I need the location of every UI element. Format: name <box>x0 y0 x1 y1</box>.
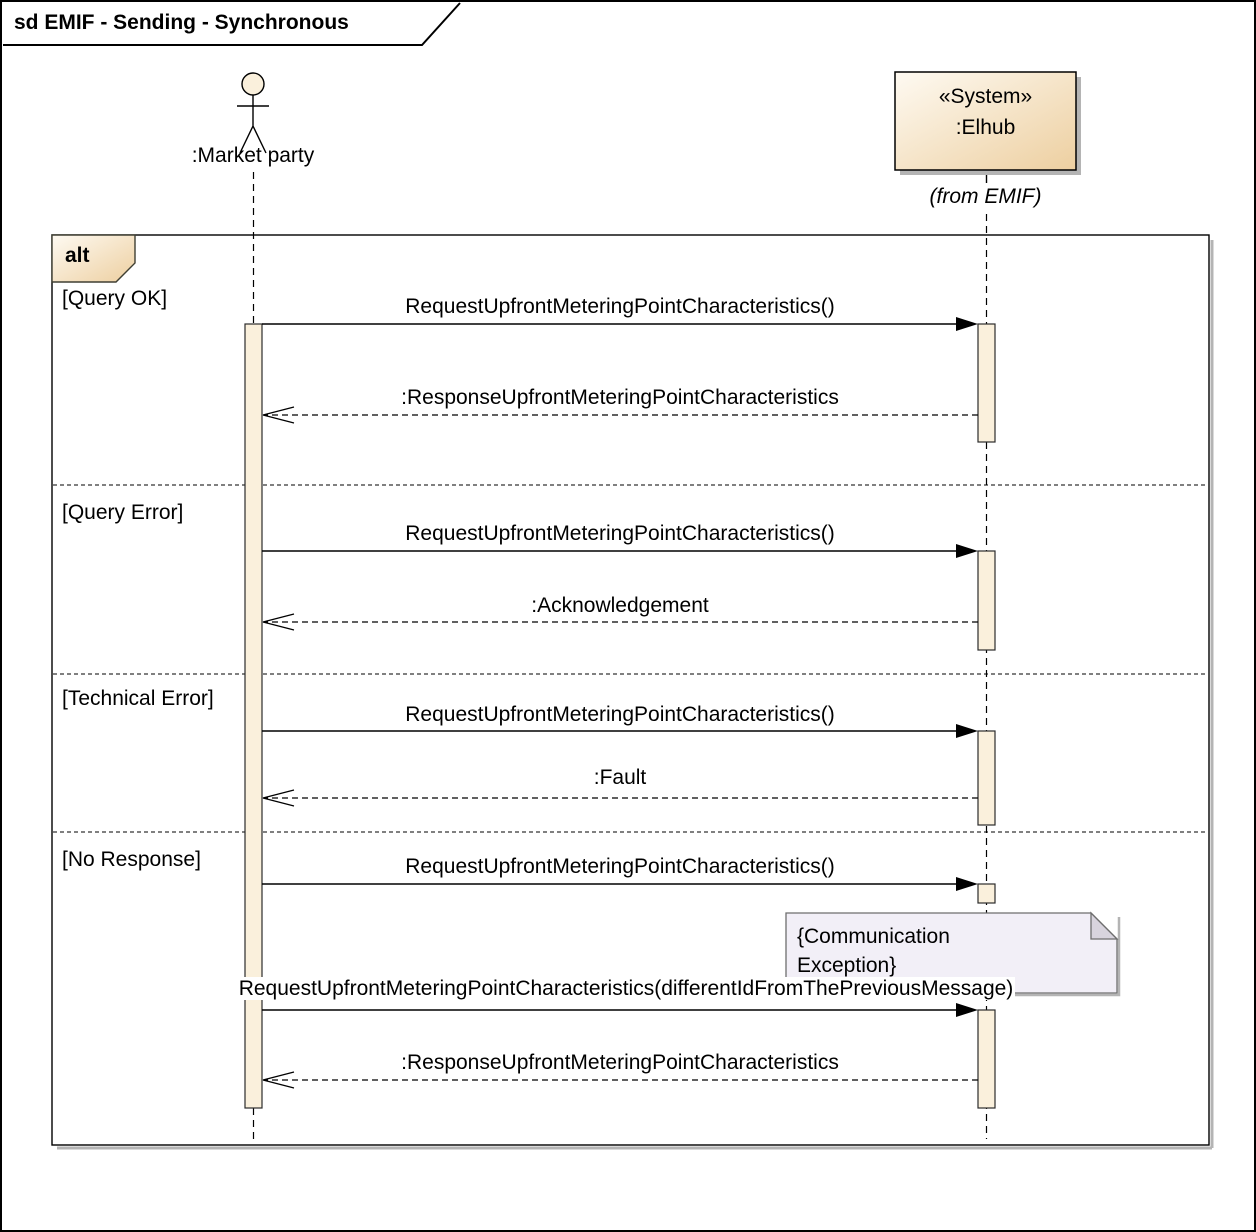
return-arrow-query-error <box>262 613 978 631</box>
alt-fragment-shadow <box>57 240 1214 1150</box>
guard-no-response: [No Response] <box>62 848 201 871</box>
message-request-technical-error: RequestUpfrontMeteringPointCharacteristi… <box>405 703 835 726</box>
guard-technical-error: [Technical Error] <box>62 687 214 710</box>
message-response-query-error: :Acknowledgement <box>531 594 709 617</box>
alt-operator-pentagon <box>51 234 136 283</box>
communication-exception-note-text: {Communication Exception} <box>797 925 950 977</box>
elhub-name: :Elhub <box>955 116 1016 139</box>
elhub-from-label: (from EMIF) <box>929 185 1042 208</box>
message-response-query-ok: :ResponseUpfrontMeteringPointCharacteris… <box>401 386 839 409</box>
elhub-activation-retry <box>977 1009 996 1109</box>
elhub-activation-technical-error <box>977 730 996 826</box>
elhub-stereotype: «System» <box>938 85 1033 108</box>
return-arrow-retry <box>262 1071 978 1089</box>
guard-query-error: [Query Error] <box>62 501 184 524</box>
request-arrow-retry <box>262 1003 978 1017</box>
message-request-query-error: RequestUpfrontMeteringPointCharacteristi… <box>405 522 835 545</box>
return-arrow-query-ok <box>262 406 978 424</box>
alt-fragment-box <box>51 234 1210 1146</box>
message-retry-response: :ResponseUpfrontMeteringPointCharacteris… <box>401 1051 839 1074</box>
request-arrow-technical-error <box>262 724 978 738</box>
message-request-query-ok: RequestUpfrontMeteringPointCharacteristi… <box>405 295 835 318</box>
message-retry-request-text: RequestUpfrontMeteringPointCharacteristi… <box>236 977 1016 1000</box>
actor-body-icon <box>237 95 269 154</box>
elhub-activation-query-error <box>977 550 996 651</box>
alt-operator-label: alt <box>65 244 90 267</box>
elhub-box <box>894 71 1077 171</box>
guard-query-ok: [Query OK] <box>62 287 168 310</box>
message-retry-request: RequestUpfrontMeteringPointCharacteristi… <box>147 976 1105 1002</box>
frame-title-tab <box>3 2 461 46</box>
request-arrow-query-ok <box>262 317 978 331</box>
elhub-activation-query-ok <box>977 323 996 443</box>
elhub-activation-no-response <box>977 883 996 904</box>
request-arrow-query-error <box>262 544 978 558</box>
request-arrow-no-response <box>262 877 978 891</box>
market-activation-bar <box>244 323 263 1109</box>
return-arrow-technical-error <box>262 789 978 807</box>
actor-icon <box>241 72 265 96</box>
market-party-label: :Market party <box>191 144 315 167</box>
diagram-title: sd EMIF - Sending - Synchronous <box>14 11 349 34</box>
message-response-technical-error: :Fault <box>593 766 647 789</box>
message-request-no-response: RequestUpfrontMeteringPointCharacteristi… <box>405 855 835 878</box>
